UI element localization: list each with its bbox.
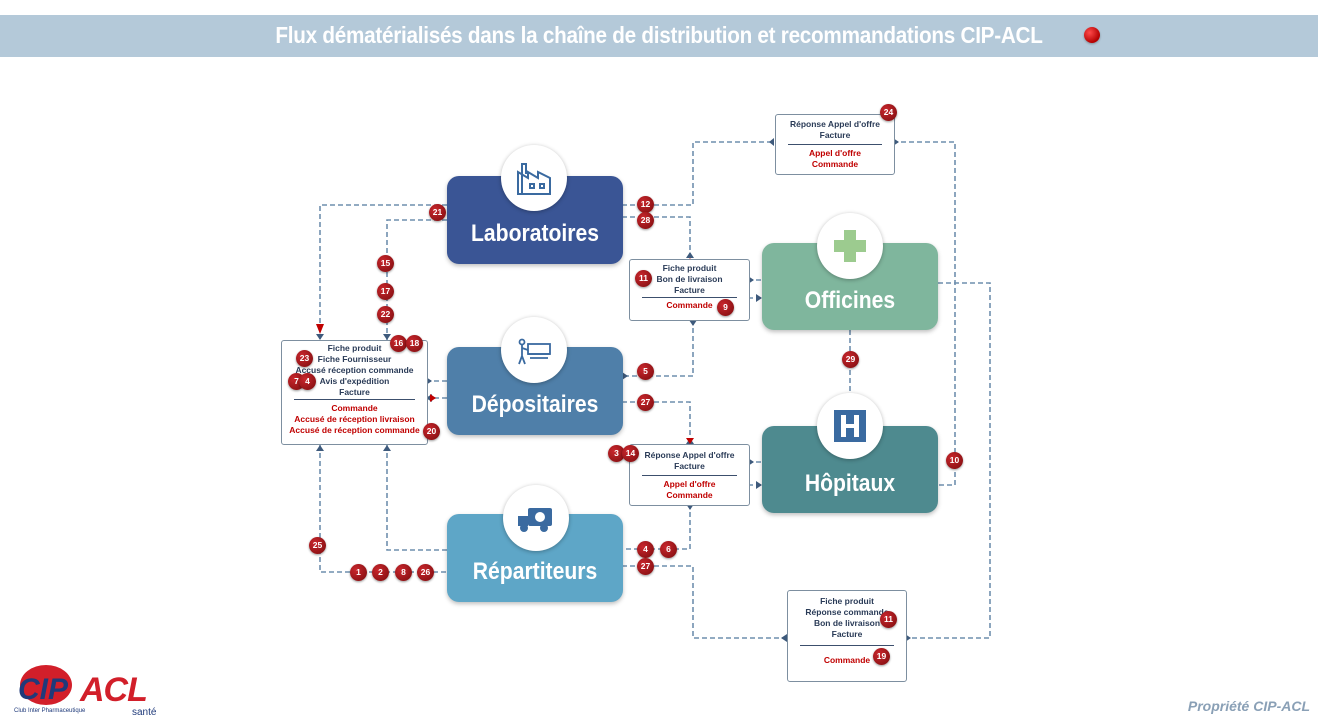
step-badge-15: 15 (377, 255, 394, 272)
footer-copyright: Propriété CIP-ACL (1187, 698, 1310, 714)
step-badge-18: 18 (406, 335, 423, 352)
box-br-top-3: Facture (831, 629, 863, 639)
box-left-bot-0: Commande (331, 403, 378, 413)
wire-lab-officine (622, 216, 691, 258)
step-badge-14: 14 (622, 445, 639, 462)
logo-acl-text: ACL (80, 671, 148, 709)
logo-tagline: Club Inter Pharmaceutique (14, 708, 86, 714)
box-top-right-bot-0: Appel d'offre (808, 148, 862, 158)
box-hopital-top-1: Facture (674, 461, 705, 471)
box-left-top-3: Avis d'expédition (319, 376, 390, 386)
step-badge-28: 28 (637, 212, 654, 229)
delivery-truck-icon (503, 485, 569, 551)
box-top-right-top-1: Facture (819, 130, 851, 140)
box-bottom-right: Fiche produit Réponse commande Bon de li… (787, 590, 907, 682)
logo-sante: santé (132, 707, 157, 718)
warehouse-worker-icon (501, 317, 567, 383)
step-badge-24: 24 (880, 104, 897, 121)
box-br-top-0: Fiche produit (820, 596, 874, 606)
box-left-bot-2: Accusé de réception commande (289, 425, 420, 435)
factory-icon (501, 145, 567, 211)
step-badge-10: 10 (946, 452, 963, 469)
wire-hbox-rep (622, 504, 691, 550)
cip-acl-logo: CIP ACL Club Inter Pharmaceutique santé (14, 663, 164, 719)
wire-lab-topbox (622, 141, 775, 206)
box-br-bot-0: Commande (823, 655, 871, 665)
box-br-top-2: Bon de livraison (813, 618, 881, 628)
step-badge-5: 5 (637, 363, 654, 380)
officines-label: Officines (804, 287, 896, 314)
box-br-top-1: Réponse commande (805, 607, 889, 617)
hopitaux-label: Hôpitaux (804, 470, 896, 497)
box-officine-top-0: Fiche produit (662, 263, 717, 273)
hospital-h-icon (817, 393, 883, 459)
wire-lbox-rep2 (386, 445, 447, 551)
repartiteurs-label: Répartiteurs (472, 558, 598, 585)
wire-obox-dep (622, 320, 694, 377)
wire-topbox-right (893, 141, 956, 486)
step-badge-8: 8 (395, 564, 412, 581)
box-left-bot-1: Accusé de réception livraison (294, 414, 415, 424)
step-badge-11: 11 (635, 270, 652, 287)
step-badge-20: 20 (423, 423, 440, 440)
wire-lbox-rep1 (319, 445, 447, 573)
wire-off-right (905, 282, 991, 639)
box-officine-top-2: Facture (674, 285, 705, 295)
box-hopital-top-0: Réponse Appel d'offre (644, 450, 735, 460)
box-left-top-0: Fiche produit (327, 343, 382, 353)
step-badge-21: 21 (429, 204, 446, 221)
wire-dep-hbox (622, 401, 691, 444)
depositaires-label: Dépositaires (471, 391, 599, 418)
box-left-top-1: Fiche Fournisseur (317, 354, 392, 364)
page-title: Flux dématérialisés dans la chaîne de di… (275, 22, 1043, 48)
step-badge-6: 6 (660, 541, 677, 558)
logo-cip-text: CIP (18, 673, 69, 706)
step-badge-4b: 4 (637, 541, 654, 558)
wire-rep-brbox (622, 565, 787, 639)
box-hopital: Réponse Appel d'offre Facture Appel d'of… (629, 444, 750, 506)
box-left-top-4: Facture (339, 387, 370, 397)
step-badge-16: 16 (390, 335, 407, 352)
box-top-right-top-0: Réponse Appel d'offre (789, 119, 881, 129)
laboratoires-node[interactable]: Laboratoires (447, 176, 623, 264)
box-left-top-2: Accusé réception commande (295, 365, 414, 375)
step-badge-22: 22 (377, 306, 394, 323)
box-hopital-bot-1: Commande (666, 490, 713, 500)
laboratoires-label: Laboratoires (471, 220, 599, 247)
step-badge-17: 17 (377, 283, 394, 300)
red-dot-icon (1084, 27, 1100, 43)
box-top-right: Réponse Appel d'offre Facture Appel d'of… (775, 114, 895, 175)
step-badge-1: 1 (350, 564, 367, 581)
step-badge-29: 29 (842, 351, 859, 368)
step-badge-19: 19 (873, 648, 890, 665)
step-badge-25: 25 (309, 537, 326, 554)
step-badge-2: 2 (372, 564, 389, 581)
wire-lab-leftloop (319, 204, 447, 340)
step-badge-9: 9 (717, 299, 734, 316)
wire-lab-leftbox (386, 219, 447, 340)
repartiteurs-node[interactable]: Répartiteurs (447, 514, 623, 602)
step-badge-26: 26 (417, 564, 434, 581)
step-badge-12: 12 (637, 196, 654, 213)
box-top-right-bot-1: Commande (811, 159, 859, 169)
step-badge-27b: 27 (637, 558, 654, 575)
step-badge-11b: 11 (880, 611, 897, 628)
box-officine-bot-0: Commande (666, 300, 713, 310)
step-badge-23: 23 (296, 350, 313, 367)
pharmacy-cross-icon (817, 213, 883, 279)
hopitaux-node[interactable]: Hôpitaux (762, 426, 938, 513)
step-badge-27: 27 (637, 394, 654, 411)
box-hopital-bot-0: Appel d'offre (663, 479, 716, 489)
step-badge-3: 3 (608, 445, 625, 462)
box-officine-top-1: Bon de livraison (656, 274, 723, 284)
logo-red-disc (20, 665, 72, 705)
step-badge-4: 4 (299, 373, 316, 390)
